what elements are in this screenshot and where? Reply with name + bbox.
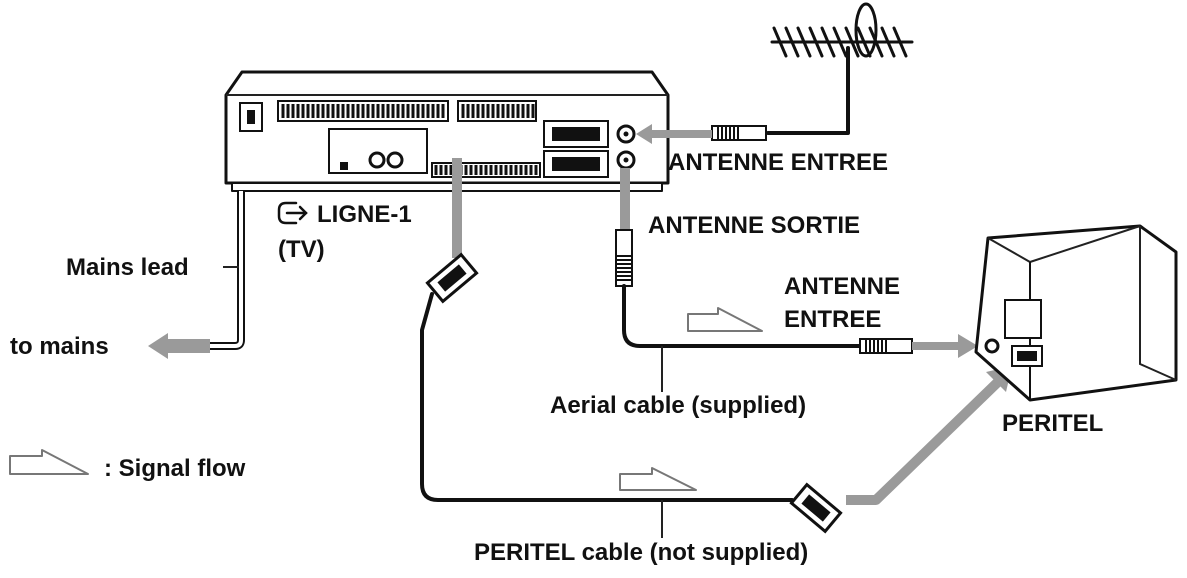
decor-stroke xyxy=(820,26,836,58)
decor-stroke xyxy=(844,26,860,58)
scart-plug-icon xyxy=(425,252,479,304)
to-mains-arrow-icon xyxy=(148,333,210,359)
decor-stroke xyxy=(892,26,908,58)
ligne-1-connector xyxy=(452,158,462,258)
vcr-rear-panel-icon xyxy=(224,70,670,192)
label-signal-flow: : Signal flow xyxy=(104,455,246,482)
antenna-in-arrow-icon xyxy=(636,124,712,144)
label-entree-tv: ENTREE xyxy=(784,306,881,333)
label-ligne-1: LIGNE-1 xyxy=(317,201,412,228)
decor-stroke xyxy=(796,26,812,58)
label-antenne-tv: ANTENNE xyxy=(784,273,900,300)
hollow-signal-arrow-icon xyxy=(687,307,763,332)
label-peritel: PERITEL xyxy=(1002,410,1103,437)
antenna-sortie-connector xyxy=(620,168,630,230)
coaxial-plug-icon xyxy=(711,125,767,141)
decor-stroke xyxy=(772,26,788,58)
label-tv: (TV) xyxy=(278,236,325,263)
label-mains-lead: Mains lead xyxy=(66,254,189,281)
label-peritel-cable: PERITEL cable (not supplied) xyxy=(474,539,808,566)
antenna-to-tv-arrow-icon xyxy=(912,334,978,358)
antenna-cable xyxy=(766,90,850,135)
label-antenne-sortie: ANTENNE SORTIE xyxy=(648,212,860,239)
mains-lead-cable xyxy=(210,191,245,350)
coaxial-plug-icon xyxy=(859,338,913,354)
hollow-signal-arrow-icon xyxy=(619,467,697,491)
label-to-mains: to mains xyxy=(10,333,109,360)
decor-stroke xyxy=(856,26,872,58)
decor-stroke xyxy=(808,26,824,58)
hollow-signal-arrow-icon xyxy=(9,449,89,475)
label-aerial-cable: Aerial cable (supplied) xyxy=(550,392,806,419)
peritel-cable xyxy=(420,292,794,502)
television-rear-icon xyxy=(974,224,1178,402)
coaxial-plug-icon xyxy=(615,229,633,287)
label-antenne-entree-vcr: ANTENNE ENTREE xyxy=(668,149,888,176)
peritel-to-tv-arrow-icon xyxy=(846,376,1004,505)
scart-plug-icon xyxy=(789,482,843,534)
decor-stroke xyxy=(784,26,800,58)
aerial-cable xyxy=(622,284,862,348)
decor-stroke xyxy=(832,26,848,58)
tv-antenna-icon xyxy=(770,2,914,94)
line-output-icon xyxy=(277,201,308,225)
decor-stroke xyxy=(880,26,896,58)
